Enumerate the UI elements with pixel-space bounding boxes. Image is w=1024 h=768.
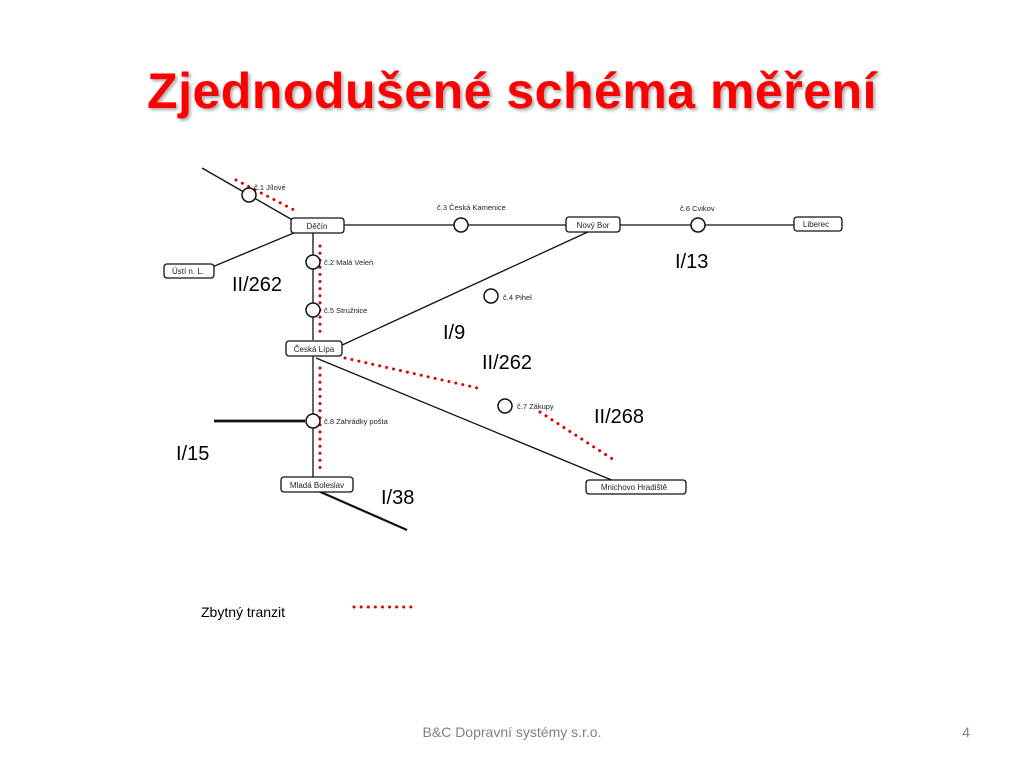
station-1-label: č.1 Jílové <box>254 183 286 192</box>
node-ceskalipa-box <box>285 340 343 357</box>
station-8-label: č.8 Zahrádky pošta <box>324 417 389 426</box>
slide-footer: B&C Dopravní systémy s.r.o. <box>422 724 602 740</box>
station-2-marker <box>305 254 321 270</box>
node-decin-label: Děčín <box>307 222 328 231</box>
road-label-i9: I/9 <box>443 322 465 344</box>
station-3-label: č.3 Česká Kamenice <box>437 203 506 212</box>
city-boxes <box>163 216 843 495</box>
road-label-ii268: II/268 <box>594 406 644 428</box>
node-liberec-box <box>793 216 843 232</box>
station-5-marker <box>305 302 321 318</box>
station-2-label: č.2 Malá Veleň <box>324 258 373 267</box>
road-novybor-ceskalipa <box>339 230 591 347</box>
legend-label: Zbytný tranzit <box>201 604 285 620</box>
node-mladaboleslav-label: Mladá Boleslav <box>290 481 344 490</box>
station-4-marker <box>483 288 499 304</box>
station-6-marker <box>690 217 706 233</box>
station-7-label: č.7 Zákupy <box>517 402 554 411</box>
road-mladaboleslav-i38 <box>315 488 408 532</box>
station-6-label: č.6 Cvikov <box>680 204 715 213</box>
node-decin-box <box>290 217 345 234</box>
road-label-ii262-b: II/262 <box>482 352 532 374</box>
slide-title: Zjednodušené schéma měření <box>147 63 877 119</box>
road-label-i38: I/38 <box>381 487 414 509</box>
station-3-marker <box>453 217 469 233</box>
road-label-ii262-a: II/262 <box>232 274 282 296</box>
transit-ceskalipa-zakupy <box>343 356 484 391</box>
node-novybor-box <box>565 216 621 233</box>
road-ceskalipa-mnichovo <box>315 357 615 482</box>
page-number: 4 <box>962 724 970 740</box>
road-decin-usti <box>204 231 297 271</box>
node-novybor-label: Nový Bor <box>577 221 610 230</box>
road-lines <box>201 167 796 532</box>
transit-zakupy-mnichovo <box>538 410 616 462</box>
node-usti-label: Ústí n. L. <box>172 267 204 276</box>
node-mladaboleslav-box <box>280 476 354 493</box>
road-label-i15: I/15 <box>176 443 209 465</box>
road-jilove-decin <box>248 194 297 223</box>
station-7-marker <box>497 398 513 414</box>
node-liberec-label: Liberec <box>803 220 829 229</box>
node-mnichovo-box <box>585 479 687 495</box>
station-8-marker <box>305 413 321 429</box>
station-5-label: č.5 Stružnice <box>324 306 367 315</box>
transit-jilove <box>234 178 300 214</box>
road-label-i13: I/13 <box>675 251 708 273</box>
station-markers <box>241 187 706 429</box>
node-ceskalipa-label: Česká Lípa <box>294 345 335 354</box>
station-1-marker <box>241 187 257 203</box>
node-mnichovo-label: Mnichovo Hradiště <box>601 483 668 492</box>
road-jilove-north <box>201 167 250 196</box>
station-4-label: č.4 Pihel <box>503 293 532 302</box>
node-usti-box <box>163 263 215 279</box>
